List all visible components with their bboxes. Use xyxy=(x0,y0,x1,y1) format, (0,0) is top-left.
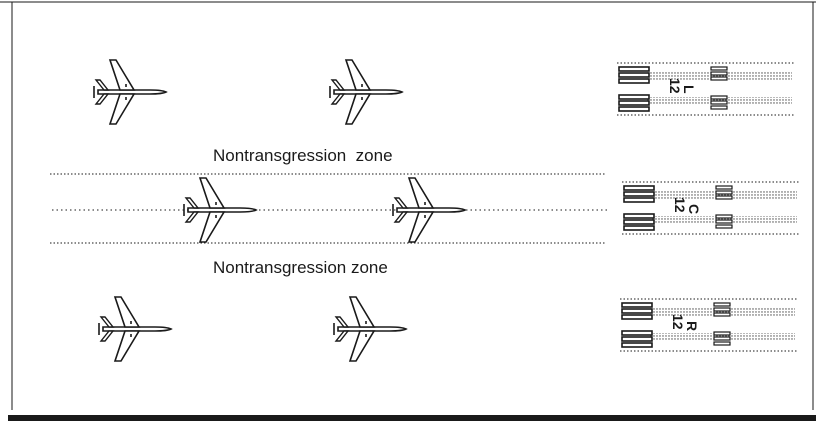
bottom-rule xyxy=(8,415,816,421)
airplane-icon xyxy=(333,296,407,362)
runway-label-left: 12 L xyxy=(667,78,697,94)
runway-side-letter: L xyxy=(681,85,697,94)
runway-number: 12 xyxy=(667,78,683,94)
runway-12-left xyxy=(616,62,796,116)
runway-number: 12 xyxy=(670,314,686,330)
runway-label-right: 12 R xyxy=(670,314,700,331)
runway-12-right xyxy=(619,298,799,352)
zone-label-lower: Nontransgression zone xyxy=(213,258,388,277)
runway-12-center xyxy=(621,181,801,235)
runway-number: 12 xyxy=(672,197,688,213)
airplane-icon xyxy=(329,59,403,125)
runway-side-letter: R xyxy=(684,321,700,331)
runway-side-letter: C xyxy=(686,204,702,214)
airplane-icon xyxy=(183,177,257,243)
airplane-icon xyxy=(93,59,167,125)
zone-label-upper: Nontransgression zone xyxy=(213,146,393,165)
airplane-icon xyxy=(98,296,172,362)
airplane-icon xyxy=(392,177,466,243)
runway-label-center: 12 C xyxy=(672,197,702,214)
